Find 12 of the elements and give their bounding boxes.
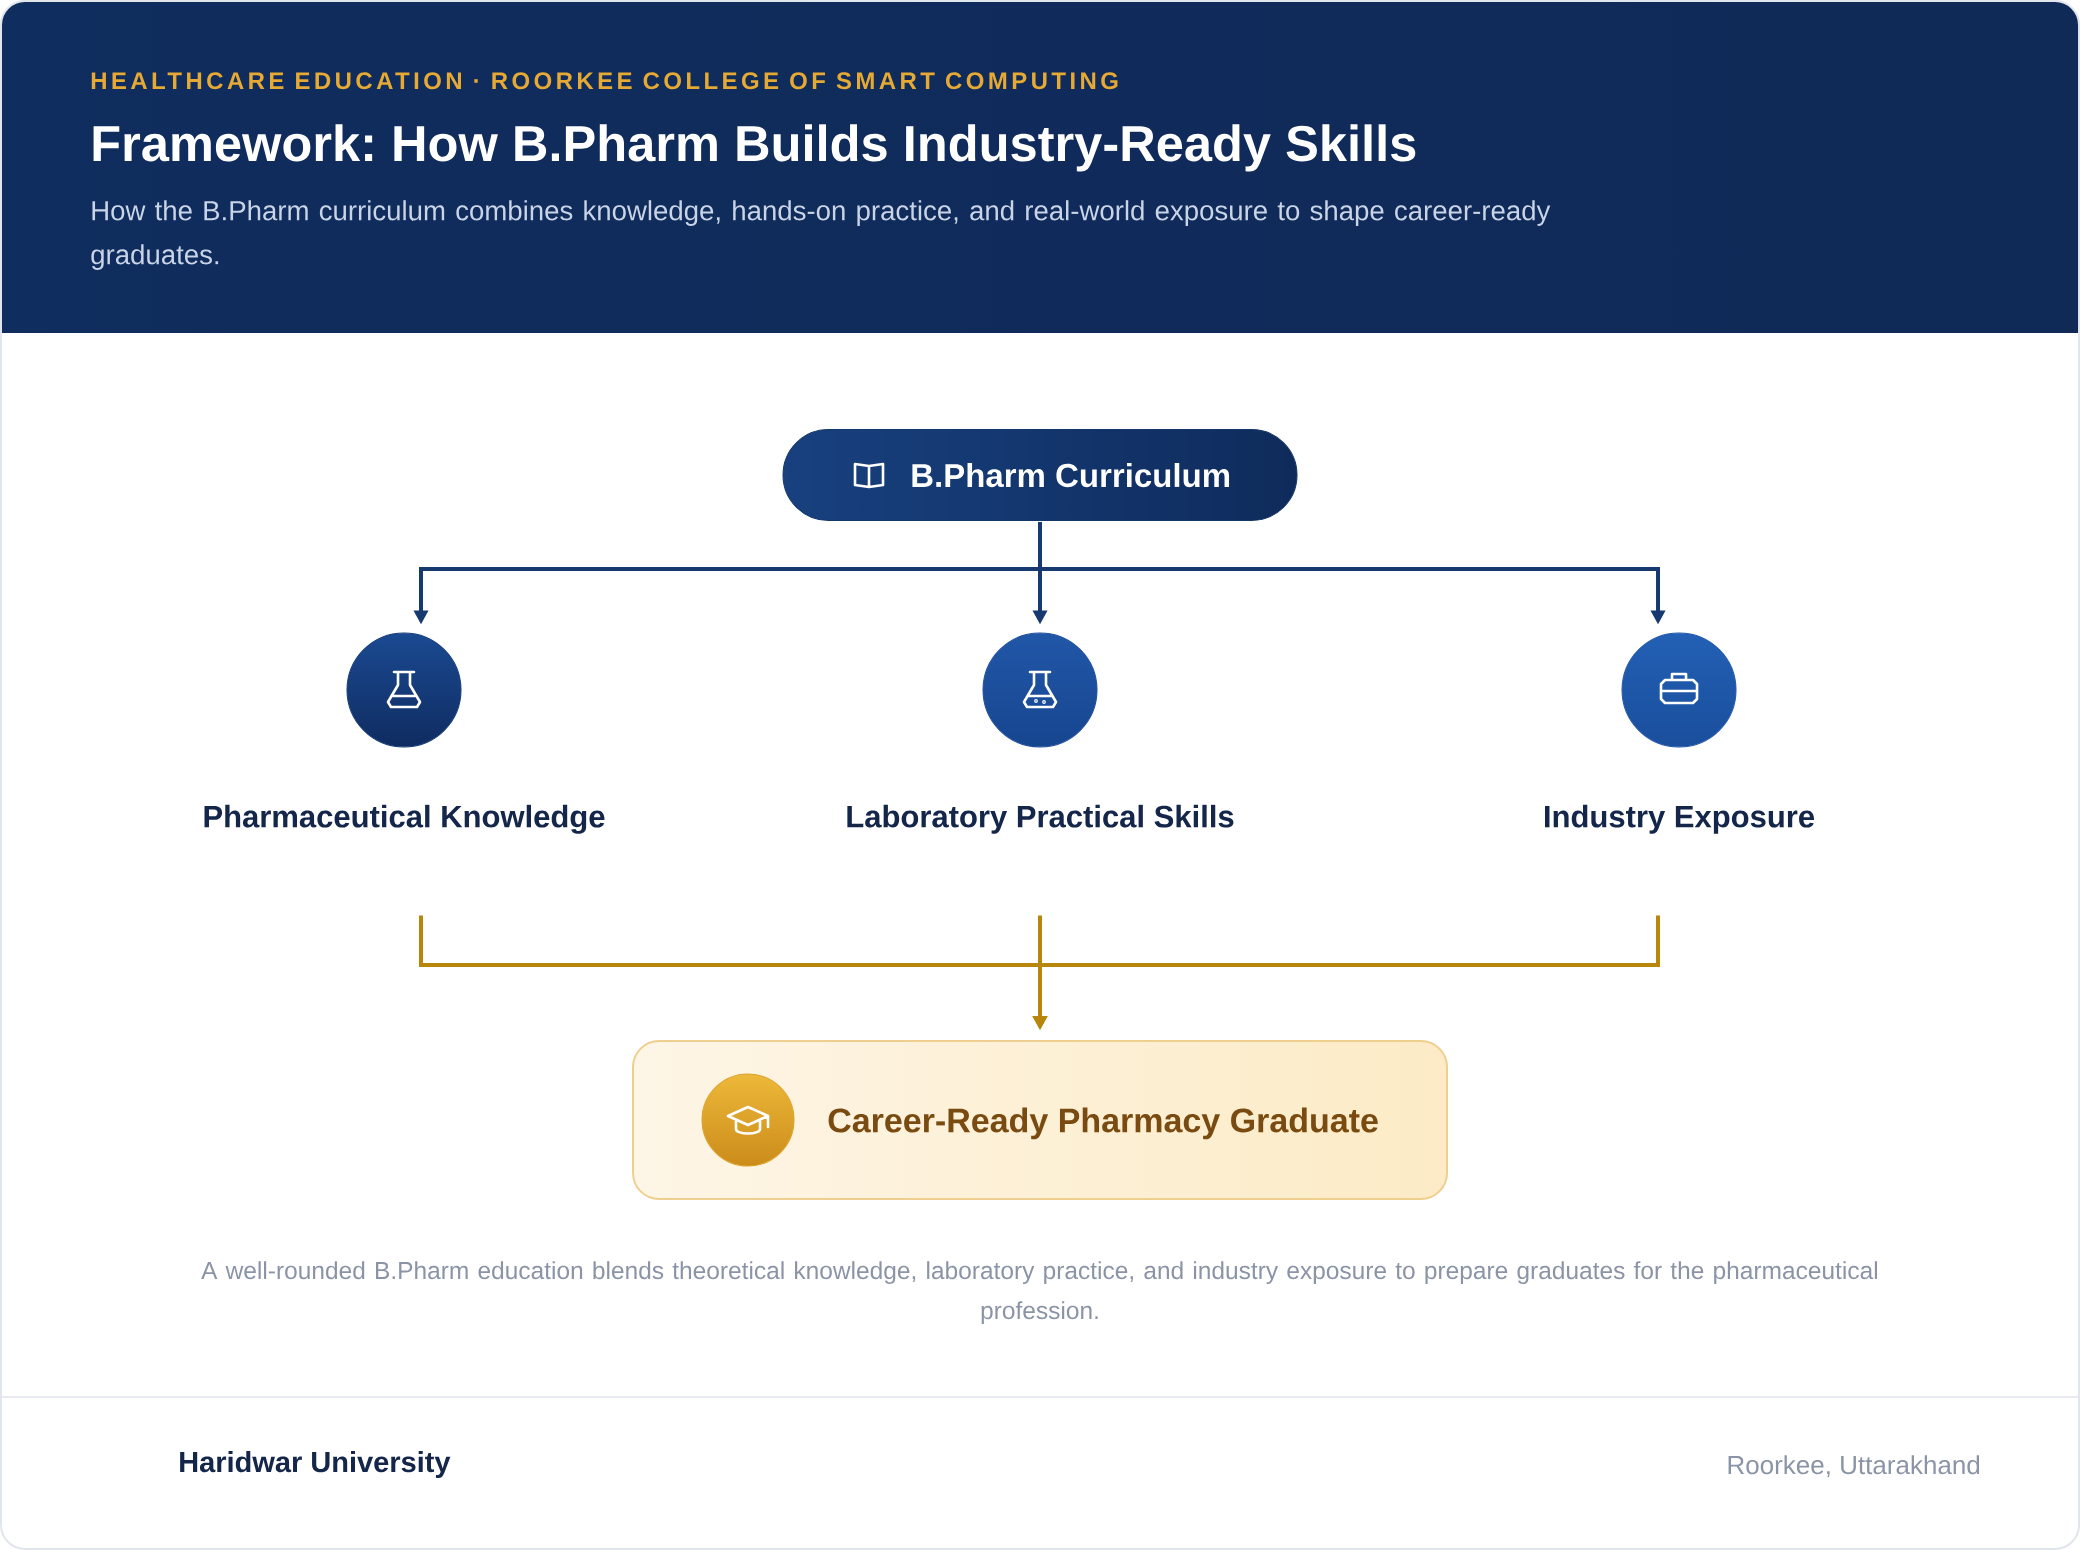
title: Framework: How B.Pharm Builds Industry-Ready Skills bbox=[93, 124, 1416, 172]
outcome-box: Career-Ready Pharmacy Graduate bbox=[632, 1040, 1448, 1200]
pill-node: B.Pharm Curriculum bbox=[782, 429, 1298, 521]
caption: A well-rounded B.Pharm education blends theoretical knowledge, laboratory practice, and industry exposure to prepare graduates for the pharmaceutical profession. bbox=[201, 1261, 1877, 1325]
node-title: Industry Exposure bbox=[1545, 804, 1815, 834]
connector-line bbox=[1038, 522, 1042, 569]
eyebrow-text: HEALTHCARE EDUCATION · ROORKEE COLLEGE OF SMART COMPUTING bbox=[91, 72, 1118, 90]
node-title: Laboratory Practical Skills bbox=[847, 804, 1234, 834]
location-text: Roorkee, Uttarakhand bbox=[1728, 1455, 1980, 1478]
university-name: Haridwar University bbox=[180, 1451, 451, 1478]
node-title: Pharmaceutical Knowledge bbox=[204, 804, 605, 834]
subtitle: How the B.Pharm curriculum combines knowledge, hands-on practice, and real-world exposure to shape career-ready graduates. bbox=[91, 200, 1551, 270]
